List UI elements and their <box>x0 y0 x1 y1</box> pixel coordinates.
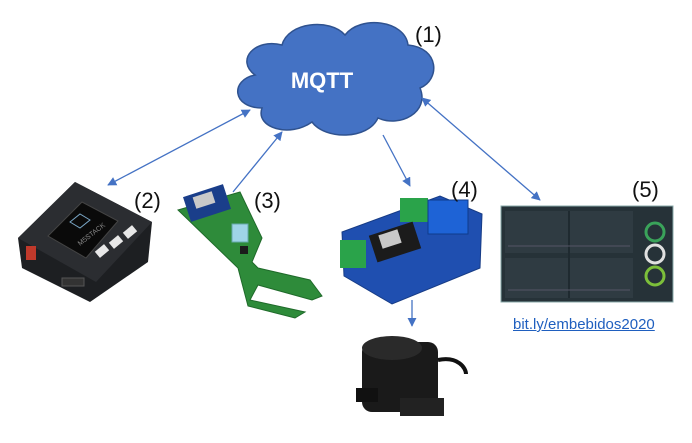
water-pump <box>356 336 468 416</box>
relay-component <box>427 199 469 235</box>
gauge-2 <box>644 243 666 265</box>
gauge-3 <box>644 265 666 287</box>
soil-sensor <box>177 184 323 319</box>
label-3: (3) <box>254 188 281 213</box>
dht-sensor <box>231 223 249 243</box>
esp01-chip <box>378 229 402 249</box>
label-5: (5) <box>632 177 659 202</box>
arrow-cloud-m5stack <box>107 109 251 186</box>
pump-outlet <box>356 388 378 402</box>
arrow-sensor-cloud <box>232 131 283 193</box>
m5-power-button <box>26 246 36 260</box>
cloud-label: MQTT <box>291 68 354 93</box>
m5-button-b <box>108 235 124 249</box>
pump-cable <box>437 357 468 375</box>
pump-top <box>362 336 422 360</box>
m5-button-c <box>122 225 138 239</box>
m5stack-device: M5STACK <box>18 182 152 302</box>
m5-button-a <box>94 244 110 258</box>
gauge-1 <box>644 221 666 243</box>
mqtt-cloud: MQTT <box>237 21 435 136</box>
wifi-module <box>192 191 216 209</box>
connection-arrows <box>107 97 541 327</box>
arrow-cloud-dashboard <box>421 97 541 201</box>
label-4: (4) <box>451 177 478 202</box>
m5-usb-port <box>61 277 85 287</box>
terminal-block-left <box>340 240 366 268</box>
label-2: (2) <box>134 188 161 213</box>
dashboard-thumbnail[interactable] <box>500 205 674 303</box>
pump-body <box>362 342 438 412</box>
relay-module <box>340 195 483 305</box>
pump-base <box>400 398 444 416</box>
sensor-chip <box>240 246 248 254</box>
label-1: (1) <box>415 22 442 47</box>
arrow-cloud-relay <box>382 134 411 187</box>
dashboard-link[interactable]: bit.ly/embebidos2020 <box>513 316 655 333</box>
terminal-block-right <box>400 198 428 222</box>
